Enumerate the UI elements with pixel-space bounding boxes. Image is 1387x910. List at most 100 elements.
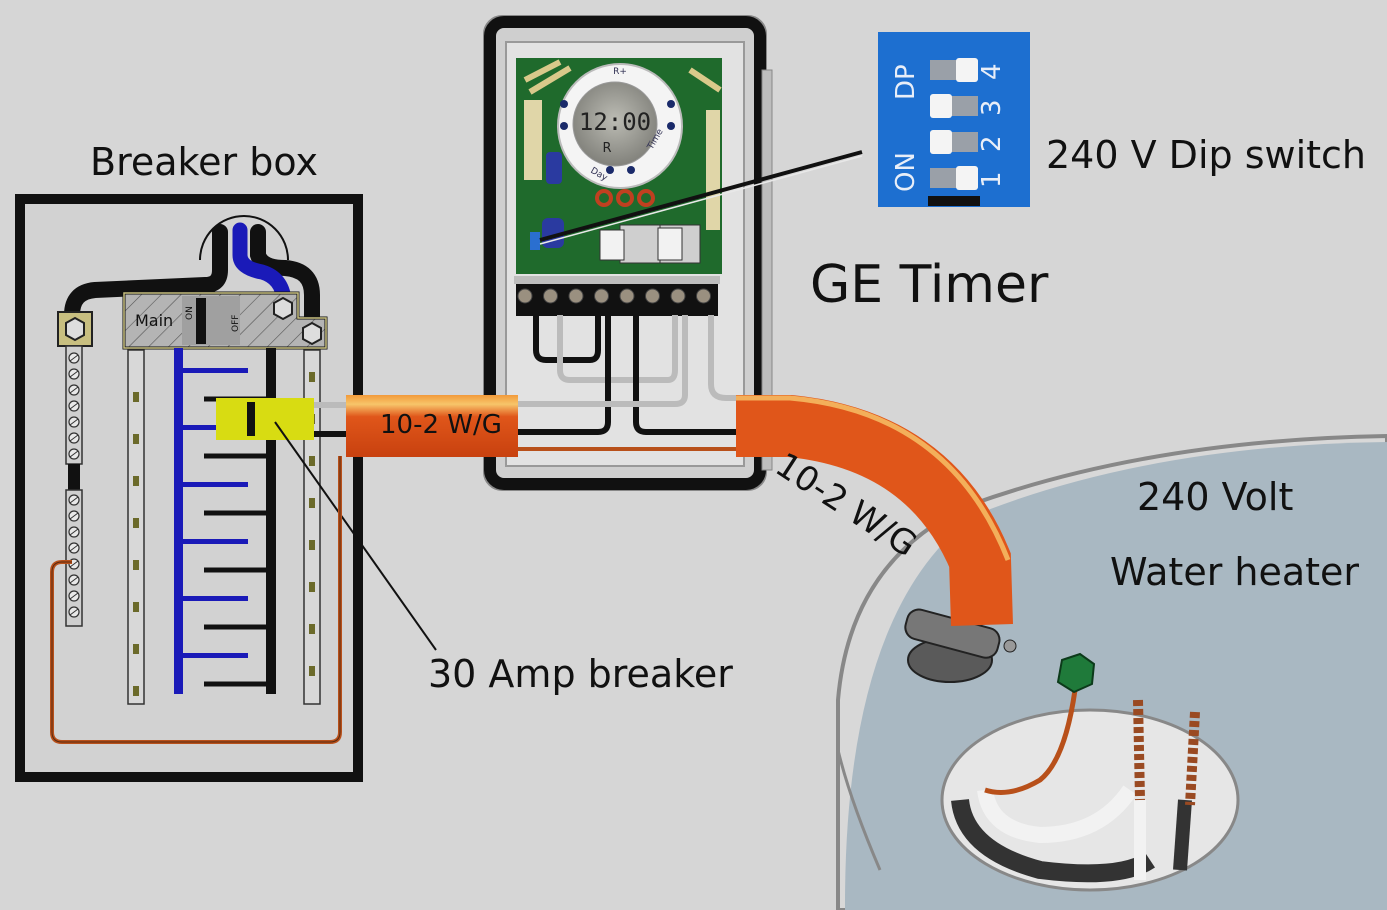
lug-nut-icon [273,296,293,321]
dip-number: 2 [977,135,1007,152]
timer-lcd [572,81,658,167]
terminal-screw-icon [543,288,558,304]
ge-timer-label: GE Timer [810,255,1049,315]
junction-box-opening [940,708,1240,892]
neutral-finger [176,596,248,601]
timer-time: 12:00 [579,108,651,136]
timer-indicator: R [602,141,611,156]
cable-breaker-to-timer [346,395,518,457]
dip-toggle-2 [930,130,952,154]
heater-black-wire [951,798,1155,883]
dip-leader-line [539,150,863,242]
terminal-screw-icon [517,288,533,304]
line-white [516,315,688,407]
dip-on-label: ON [891,152,921,192]
green-ground-screw [1056,652,1096,694]
dip-switches: 1 2 3 4 [930,58,1007,190]
dip-toggle-3 [930,94,952,118]
ground-terminal [309,666,315,676]
dip-dp-label: DP [891,64,921,100]
terminal-screw-icon [568,288,584,304]
dip-switch-label: 240 V Dip switch [1046,133,1367,177]
ground-terminal [133,518,139,528]
hot-finger [204,510,270,516]
ground-terminal [309,498,315,508]
dial-button[interactable] [667,122,675,130]
hot-finger [204,567,270,573]
ground-terminal [309,540,315,550]
breaker-box-label: Breaker box [90,140,318,184]
dial-button[interactable] [560,122,568,130]
heater-white-wire [977,785,1137,844]
dip-toggle-4 [956,58,978,82]
ground-terminal [133,392,139,402]
jumper-wire-white [557,315,678,383]
line-black [516,315,611,435]
timer-dip-switch[interactable] [530,232,540,250]
dial-button[interactable] [606,166,614,174]
dip-toggle-1 [956,166,978,190]
water-heater-voltage-label: 240 Volt [1137,475,1294,519]
dip-number: 4 [977,63,1007,80]
main-breaker-handle[interactable] [196,298,206,344]
ground-terminal [309,372,315,382]
neutral-screws [68,352,80,618]
neutral-bar-link [68,464,80,490]
thirty-amp-breaker-handle[interactable] [247,402,255,436]
dial-button[interactable] [667,100,675,108]
neutral-finger [176,368,248,373]
hot-bus [266,348,276,694]
load-white [708,315,740,401]
thirty-amp-breaker-label: 30 Amp breaker [428,652,733,696]
terminal-screw-icon [645,288,660,304]
water-heater-label: Water heater [1110,550,1360,594]
ground-terminal [309,624,315,634]
ground-terminal [133,686,139,696]
dip-switch-callout: ON DP 1 2 3 4 [878,32,1030,207]
jumper-wire-black [533,315,601,363]
terminal-screw-icon [670,288,686,304]
timer-hinge [761,69,773,471]
main-label: Main [135,311,173,330]
heater-wire-black-2 [1173,799,1192,871]
relay [599,229,625,261]
main-breaker-handle-area [182,296,240,345]
ground-terminal [133,476,139,486]
terminal-screws [517,288,711,304]
neutral-finger [176,482,248,487]
terminal-screw-icon [594,288,609,304]
relay [657,227,683,261]
cable-timer-to-heater [736,395,1013,626]
hot-finger [204,681,270,687]
service-neutral [232,222,292,308]
lug-nut-icon [302,321,322,346]
dip-number: 3 [977,99,1007,116]
thirty-amp-breaker[interactable] [216,398,314,440]
hot-finger [204,453,270,459]
off-label: OFF [231,315,241,332]
terminal-screw-icon [696,288,711,304]
breaker-box: Main ON OFF [15,194,437,782]
heater-ground-wire [984,689,1078,795]
ground-terminal [133,644,139,654]
neutral-finger [176,653,248,658]
ground-terminal [133,602,139,612]
service-line-1 [64,224,228,323]
dip-number: 1 [977,171,1007,188]
ground-terminal [133,434,139,444]
cable-label: 10-2 W/G [380,410,502,440]
dial-button[interactable] [627,166,635,174]
neutral-finger [176,539,248,544]
wire-nut-twist [1185,711,1200,806]
neutral-bus [174,348,183,694]
ground-terminal [309,582,315,592]
ground-terminal [133,560,139,570]
hot-finger [204,624,270,630]
ground-terminal [309,456,315,466]
dial-button[interactable] [560,100,568,108]
lug-nut-icon [65,316,85,342]
on-label: ON [185,306,195,320]
terminal-screw-icon [619,288,635,304]
load-black [633,315,740,435]
